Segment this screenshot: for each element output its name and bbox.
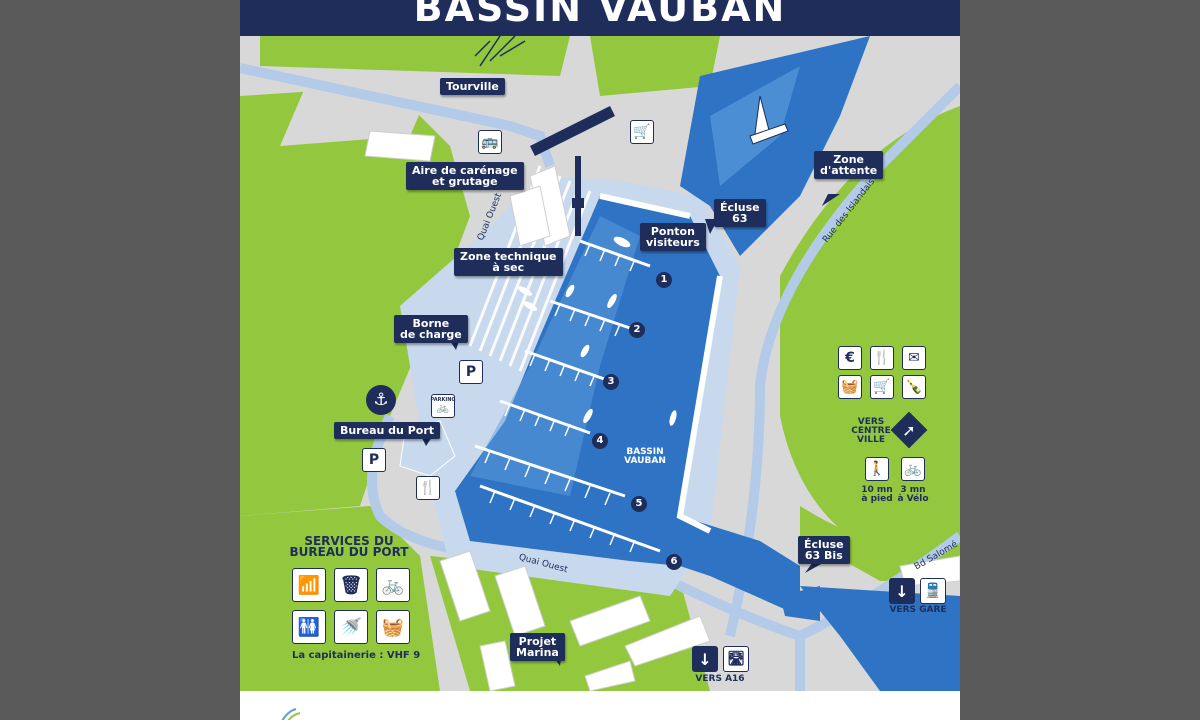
walk-icon: 🚶 xyxy=(865,457,889,481)
dock-number-2: 2 xyxy=(629,322,645,338)
arrow-northeast-icon: ➚ xyxy=(902,420,916,440)
cart-icon: 🛒 xyxy=(630,120,654,144)
transport-icon: 🚲 xyxy=(376,568,410,602)
cart-icon-city: 🛒 xyxy=(870,375,894,399)
mail-icon: ✉ xyxy=(902,346,926,370)
toilets-icon: 🚻 xyxy=(292,610,326,644)
parking-icon-2: P xyxy=(362,448,386,472)
bottle-icon: 🍾 xyxy=(902,375,926,399)
page-title: BASSIN VAUBAN xyxy=(413,0,787,30)
arrow-down-icon-a16: ↓ xyxy=(692,646,718,672)
dock-number-6: 6 xyxy=(666,554,682,570)
highway-icon: 🛣 xyxy=(723,646,749,672)
label-bureau-du-port: Bureau du Port xyxy=(334,422,441,439)
basket-icon: 🧺 xyxy=(838,375,862,399)
vers-a16: VERS A16 xyxy=(695,674,745,684)
dock-number-5: 5 xyxy=(631,496,647,512)
train-icon: 🚆 xyxy=(920,578,946,604)
dock-number-3: 3 xyxy=(603,374,619,390)
anchor-icon: ⚓ xyxy=(366,385,396,415)
dock-number-4: 4 xyxy=(592,433,608,449)
footer xyxy=(240,691,960,720)
bike-parking-icon: PARKING 🚲 xyxy=(431,394,455,418)
dock-number-1: 1 xyxy=(656,272,672,288)
bin-icon: 🗑 xyxy=(334,568,368,602)
map-graphic xyxy=(240,36,960,691)
header-bar: BASSIN VAUBAN xyxy=(240,0,960,36)
washer-icon: 🧺 xyxy=(376,610,410,644)
vers-gare: VERS GARE xyxy=(889,605,947,615)
shower-icon: 🚿 xyxy=(334,610,368,644)
euro-icon: € xyxy=(838,346,862,370)
bus-icon: 🚌 xyxy=(478,130,502,154)
wifi-icon: 📶 xyxy=(292,568,326,602)
restaurant-icon: 🍴 xyxy=(416,476,440,500)
label-tourville: Tourville xyxy=(440,78,505,95)
bike-icon: 🚲 xyxy=(901,457,925,481)
map-poster: BASSIN VAUBAN xyxy=(240,0,960,720)
parking-icon: P xyxy=(459,360,483,384)
logo-mark xyxy=(281,708,301,720)
vhf-info: La capitainerie : VHF 9 xyxy=(292,650,421,661)
arrow-down-icon-gare: ↓ xyxy=(889,578,915,604)
restaurant-icon-city: 🍴 xyxy=(870,346,894,370)
